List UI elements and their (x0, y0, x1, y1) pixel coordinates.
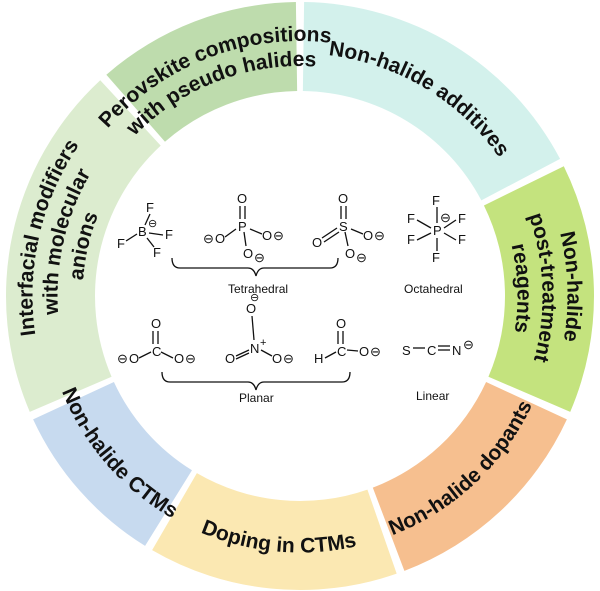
svg-text:O: O (246, 301, 256, 316)
svg-text:N: N (452, 343, 461, 358)
svg-text:F: F (432, 250, 440, 265)
svg-text:F: F (458, 232, 466, 247)
svg-text:O: O (336, 316, 346, 331)
svg-text:⊖: ⊖ (254, 250, 265, 265)
segment-perovskite-compositions (106, 2, 298, 142)
svg-text:O: O (151, 316, 161, 331)
svg-text:F: F (407, 211, 415, 226)
svg-text:B: B (138, 224, 147, 239)
planar-bracket (161, 371, 351, 391)
svg-text:O: O (338, 191, 348, 206)
svg-text:C: C (152, 344, 161, 359)
segment-interfacial-modifiers (5, 80, 161, 412)
svg-text:O: O (174, 351, 184, 366)
structure-scn: S C N ⊖ (402, 337, 474, 358)
structure-no3: O ⊖ N + O O ⊖ (225, 292, 294, 366)
svg-text:F: F (407, 232, 415, 247)
svg-text:P: P (433, 223, 442, 238)
octahedral-label: Octahedral (404, 282, 463, 296)
svg-text:+: + (260, 337, 266, 349)
svg-text:⊖: ⊖ (440, 210, 451, 225)
svg-text:O: O (312, 235, 322, 250)
svg-text:⊖: ⊖ (370, 344, 381, 359)
svg-text:⊖: ⊖ (463, 337, 474, 352)
structure-so4: O S O O ⊖ O ⊖ (312, 191, 385, 265)
svg-text:N: N (250, 341, 259, 356)
segment-non-halide-ctms (33, 381, 192, 546)
svg-text:O: O (272, 351, 282, 366)
svg-text:C: C (427, 343, 436, 358)
segment-non-halide-post-treatment-reagents (483, 166, 594, 412)
svg-text:O: O (237, 191, 247, 206)
planar-label: Planar (239, 391, 274, 405)
svg-text:S: S (402, 343, 411, 358)
svg-text:O: O (363, 228, 373, 243)
svg-text:⊖: ⊖ (356, 250, 367, 265)
svg-text:⊖: ⊖ (283, 351, 294, 366)
svg-text:⊖: ⊖ (374, 228, 385, 243)
svg-text:⊖: ⊖ (250, 292, 259, 304)
linear-label: Linear (416, 389, 449, 403)
svg-text:F: F (165, 227, 173, 242)
svg-text:O: O (345, 246, 355, 261)
structure-co3: O C ⊖ O O ⊖ (117, 316, 196, 366)
svg-text:F: F (146, 200, 154, 215)
segment-doping-in-ctms (152, 473, 397, 590)
structure-pf6: F F ⊖ F P F F F (407, 193, 466, 265)
svg-text:⊖: ⊖ (117, 351, 128, 366)
svg-text:O: O (215, 231, 225, 246)
svg-text:⊖: ⊖ (185, 351, 196, 366)
svg-text:F: F (432, 193, 440, 208)
svg-text:S: S (339, 219, 348, 234)
tetrahedral-label: Tetrahedral (228, 282, 288, 296)
structure-po4: O P ⊖ O O ⊖ O ⊖ (203, 191, 284, 265)
tetrahedral-bracket (171, 257, 339, 277)
structure-hcoo: O C H O ⊖ (314, 316, 381, 366)
svg-text:H: H (314, 351, 323, 366)
structure-bf4: F B ⊖ F F F (117, 200, 173, 260)
segment-non-halide-dopants (372, 381, 567, 571)
svg-text:F: F (458, 211, 466, 226)
svg-text:O: O (359, 344, 369, 359)
svg-text:⊖: ⊖ (148, 218, 157, 230)
svg-text:P: P (238, 219, 247, 234)
svg-text:O: O (262, 228, 272, 243)
segment-non-halide-additives (302, 2, 561, 201)
svg-text:F: F (153, 245, 161, 260)
svg-text:O: O (225, 351, 235, 366)
svg-text:F: F (117, 236, 125, 251)
svg-text:⊖: ⊖ (273, 228, 284, 243)
svg-text:⊖: ⊖ (203, 231, 214, 246)
svg-text:O: O (243, 246, 253, 261)
svg-text:C: C (337, 344, 346, 359)
svg-text:O: O (129, 351, 139, 366)
